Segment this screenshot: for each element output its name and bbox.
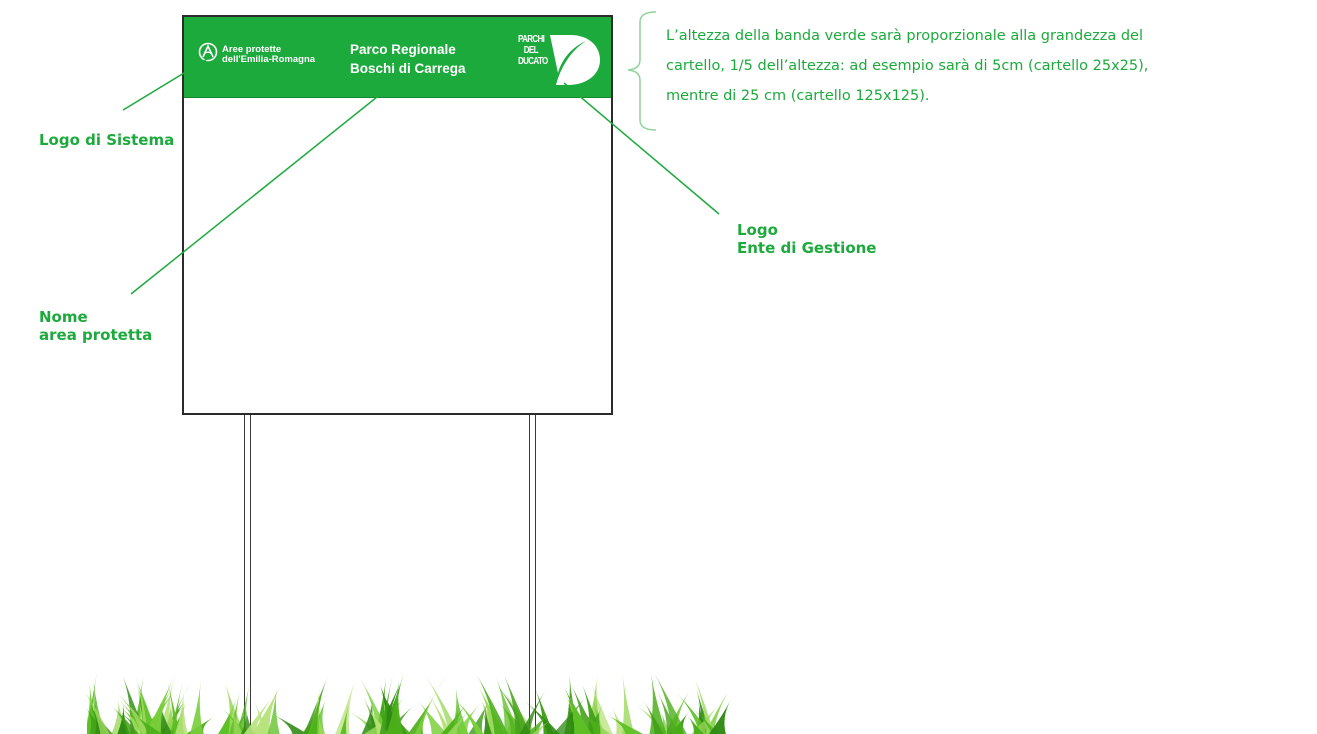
grass-blade <box>496 677 521 734</box>
grass-blade <box>316 712 325 734</box>
grass-blade <box>447 707 473 734</box>
grass-blade <box>503 675 531 734</box>
grass-blade <box>654 673 687 734</box>
system-logo-line2: dell'Emilia-Romagna <box>222 54 316 65</box>
grass-blade <box>692 708 718 734</box>
grass-blade <box>167 682 181 734</box>
sign-post-right <box>529 413 536 734</box>
grass-blade <box>606 714 643 734</box>
label-logo-sistema: Logo di Sistema <box>39 131 175 149</box>
grass-blade <box>175 690 188 734</box>
grass-illustration <box>87 672 731 734</box>
grass-blade <box>708 699 731 734</box>
leader-nome-area <box>130 84 393 295</box>
grass-blade <box>425 675 460 734</box>
leader-logo-sistema <box>122 55 213 111</box>
grass-blade <box>340 704 349 734</box>
grass-blade <box>307 677 328 734</box>
note-line2: cartello, 1/5 dell’altezza: ad esempio s… <box>666 58 1149 74</box>
grass-blade <box>428 694 452 734</box>
grass-blade <box>134 715 162 734</box>
ente-logo-line3: DUCATO <box>518 56 548 67</box>
note-bracket <box>627 11 657 131</box>
grass-blade <box>532 715 559 734</box>
note-line3: mentre di 25 cm (cartello 125x125). <box>666 88 930 104</box>
label-ente: Logo Ente di Gestione <box>737 221 876 257</box>
grass-blade <box>267 688 280 734</box>
grass-blade <box>704 686 731 734</box>
label-nome-line1: Nome <box>39 308 88 326</box>
grass-blades <box>87 672 731 734</box>
grass-blade <box>476 674 509 734</box>
grass-blade <box>379 675 393 734</box>
grass-blade <box>252 682 283 734</box>
grass-blade <box>483 704 492 734</box>
grass-blade <box>225 683 246 734</box>
park-name: Parco Regionale Boschi di Carrega <box>350 40 466 78</box>
grass-blade <box>451 687 469 734</box>
label-ente-line2: Ente di Gestione <box>737 239 877 257</box>
system-logo-line1: Aree protette <box>222 44 282 55</box>
grass-blade <box>564 688 592 734</box>
grass-blade <box>687 715 704 734</box>
note-line1: L’altezza della banda verde sarà proporz… <box>666 28 1143 44</box>
grass-blade <box>230 705 243 734</box>
ente-logo-line1: PARCHI <box>518 34 545 45</box>
sign-post-left <box>244 413 251 734</box>
label-nome-line2: area protetta <box>39 326 153 344</box>
grass-blade <box>218 698 237 734</box>
grass-blade <box>87 708 108 734</box>
grass-blade <box>308 698 327 734</box>
label-ente-line1: Logo <box>737 221 778 239</box>
grass-blade <box>534 687 554 734</box>
grass-blade <box>254 700 269 734</box>
aree-protette-logo-icon <box>198 42 218 62</box>
grass-blade <box>468 698 491 734</box>
leader-ente <box>563 82 720 215</box>
sign-board: Aree protette dell'Emilia-Romagna Parco … <box>182 15 613 415</box>
green-band: Aree protette dell'Emilia-Romagna Parco … <box>184 17 611 98</box>
ente-logo-line2: DEL <box>523 45 539 56</box>
grass-blade <box>567 706 584 734</box>
grass-blade <box>189 680 204 734</box>
grass-blade <box>112 706 139 734</box>
ente-logo: PARCHI DEL DUCATO <box>518 29 600 87</box>
grass-blade <box>590 682 613 734</box>
grass-blade <box>135 677 158 734</box>
ente-leaf-icon <box>550 35 600 85</box>
grass-blade <box>454 701 483 734</box>
grass-blade <box>478 687 505 734</box>
label-nome-area: Nome area protetta <box>39 308 152 344</box>
band-height-note: L’altezza della banda verde sarà proporz… <box>666 21 1311 111</box>
grass-blade <box>414 676 446 734</box>
park-name-line1: Parco Regionale <box>350 42 456 57</box>
park-name-line2: Boschi di Carrega <box>350 61 466 76</box>
grass-blade <box>519 684 550 734</box>
grass-blade <box>622 674 635 734</box>
grass-blade <box>359 677 390 734</box>
grass-blade <box>236 684 250 734</box>
grass-blade <box>243 689 279 734</box>
grass-blade <box>87 694 110 734</box>
grass-blade <box>526 710 554 734</box>
grass-blade <box>386 679 404 734</box>
grass-blade <box>552 694 589 734</box>
grass-blade <box>273 714 308 734</box>
grass-blade <box>361 699 379 734</box>
grass-blade <box>612 708 628 734</box>
grass-blade <box>144 675 176 734</box>
grass-blade <box>643 700 664 734</box>
grass-blade <box>694 676 715 734</box>
system-logo: Aree protette dell'Emilia-Romagna <box>198 42 338 68</box>
